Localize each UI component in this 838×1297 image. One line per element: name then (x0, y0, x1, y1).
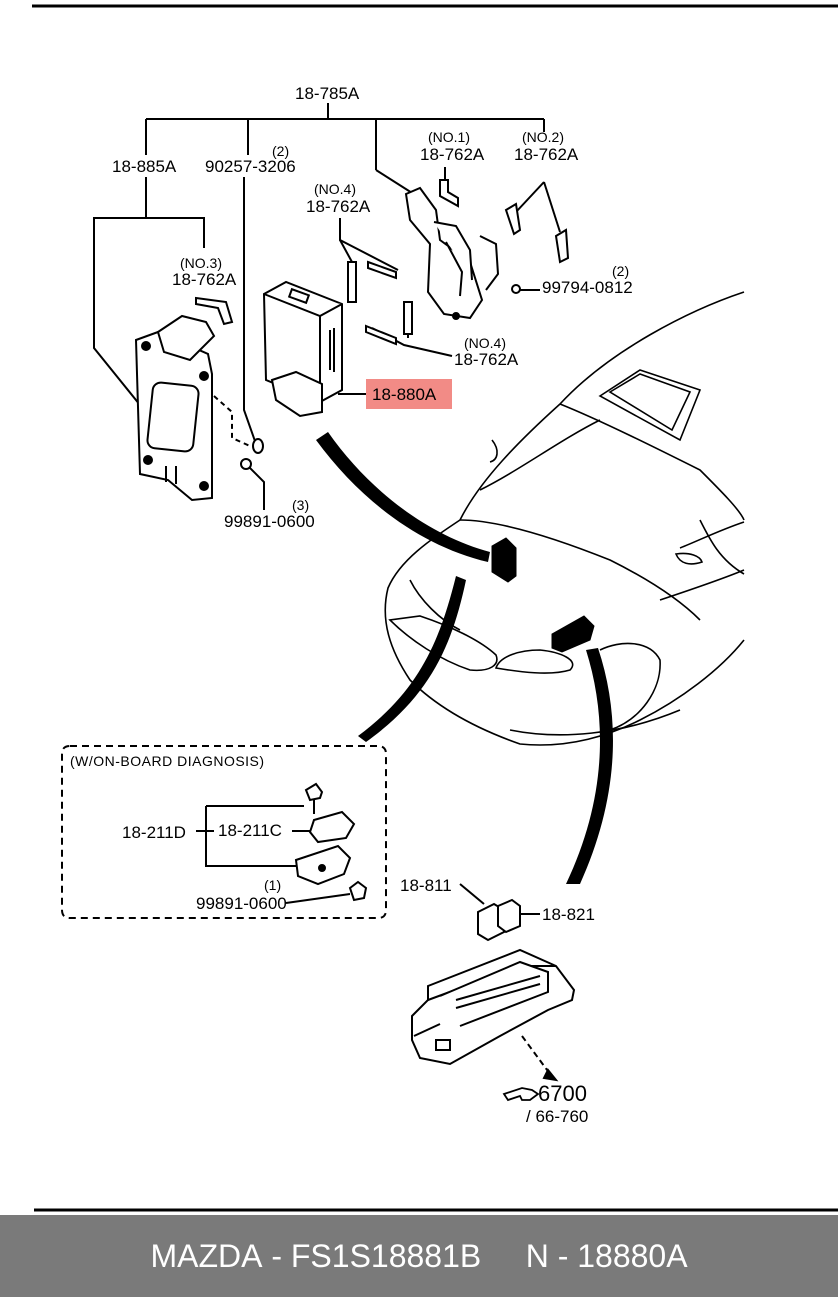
footer-bar: MAZDA - FS1S18881B N - 18880A (0, 1215, 838, 1297)
mounting-bracket-upper (404, 186, 521, 320)
label-18-785a: 18-785A (295, 84, 360, 103)
reference-arrow-icon (502, 1087, 540, 1102)
label-99794-qty: (2) (612, 263, 629, 279)
label-99891-qty-1: (1) (264, 877, 281, 893)
footer-gap (481, 1238, 525, 1275)
label-18-821: 18-821 (542, 905, 595, 924)
label-no2-part: 18-762A (514, 145, 579, 164)
junction-box (411, 948, 576, 1082)
label-18-811: 18-811 (400, 876, 452, 895)
label-no3-part: 18-762A (172, 270, 237, 289)
bracket-pieces (195, 179, 570, 346)
obd-box-title: (W/ON-BOARD DIAGNOSIS) (70, 753, 265, 769)
footer-catalog-number: N - 18880A (525, 1237, 688, 1274)
pointer-arrows (316, 432, 613, 884)
label-no4-upper: (NO.4) (314, 181, 356, 197)
label-18-211d: 18-211D (122, 823, 186, 842)
label-90257-3206: 90257-3206 (205, 157, 296, 176)
label-99891-qty-3: (3) (292, 497, 309, 513)
label-99794-0812: 99794-0812 (542, 278, 633, 297)
label-no4-lower-part: 18-762A (454, 350, 519, 369)
label-no4-upper-part: 18-762A (306, 197, 371, 216)
installed-modules (491, 537, 595, 653)
label-no4-lower: (NO.4) (464, 335, 506, 351)
mounting-bracket-left (134, 314, 264, 502)
footer-part-number: FS1S18881B (290, 1237, 482, 1274)
label-no2: (NO.2) (522, 129, 564, 145)
label-tree-lines (93, 103, 561, 510)
label-ref-6700: 6700 (538, 1081, 587, 1106)
ecu-module (262, 280, 343, 418)
label-18-880a-highlighted: 18-880A (372, 385, 437, 404)
footer-separator: - (262, 1237, 291, 1274)
label-no1: (NO.1) (428, 129, 470, 145)
label-no3: (NO.3) (180, 255, 222, 271)
label-no1-part: 18-762A (420, 145, 485, 164)
label-90257-qty: (2) (272, 143, 289, 159)
footer-brand: MAZDA (150, 1237, 263, 1274)
label-ref-66-760: / 66-760 (526, 1107, 588, 1126)
vehicle-outline (384, 291, 745, 746)
relays (459, 883, 540, 942)
label-99891-0600-upper: 99891-0600 (224, 512, 315, 531)
highlight-box (366, 379, 452, 409)
obd-detail-box (61, 745, 387, 919)
label-18-211c: 18-211C (218, 821, 282, 840)
label-99891-0600-lower: 99891-0600 (196, 894, 287, 913)
label-18-885a: 18-885A (112, 157, 177, 176)
